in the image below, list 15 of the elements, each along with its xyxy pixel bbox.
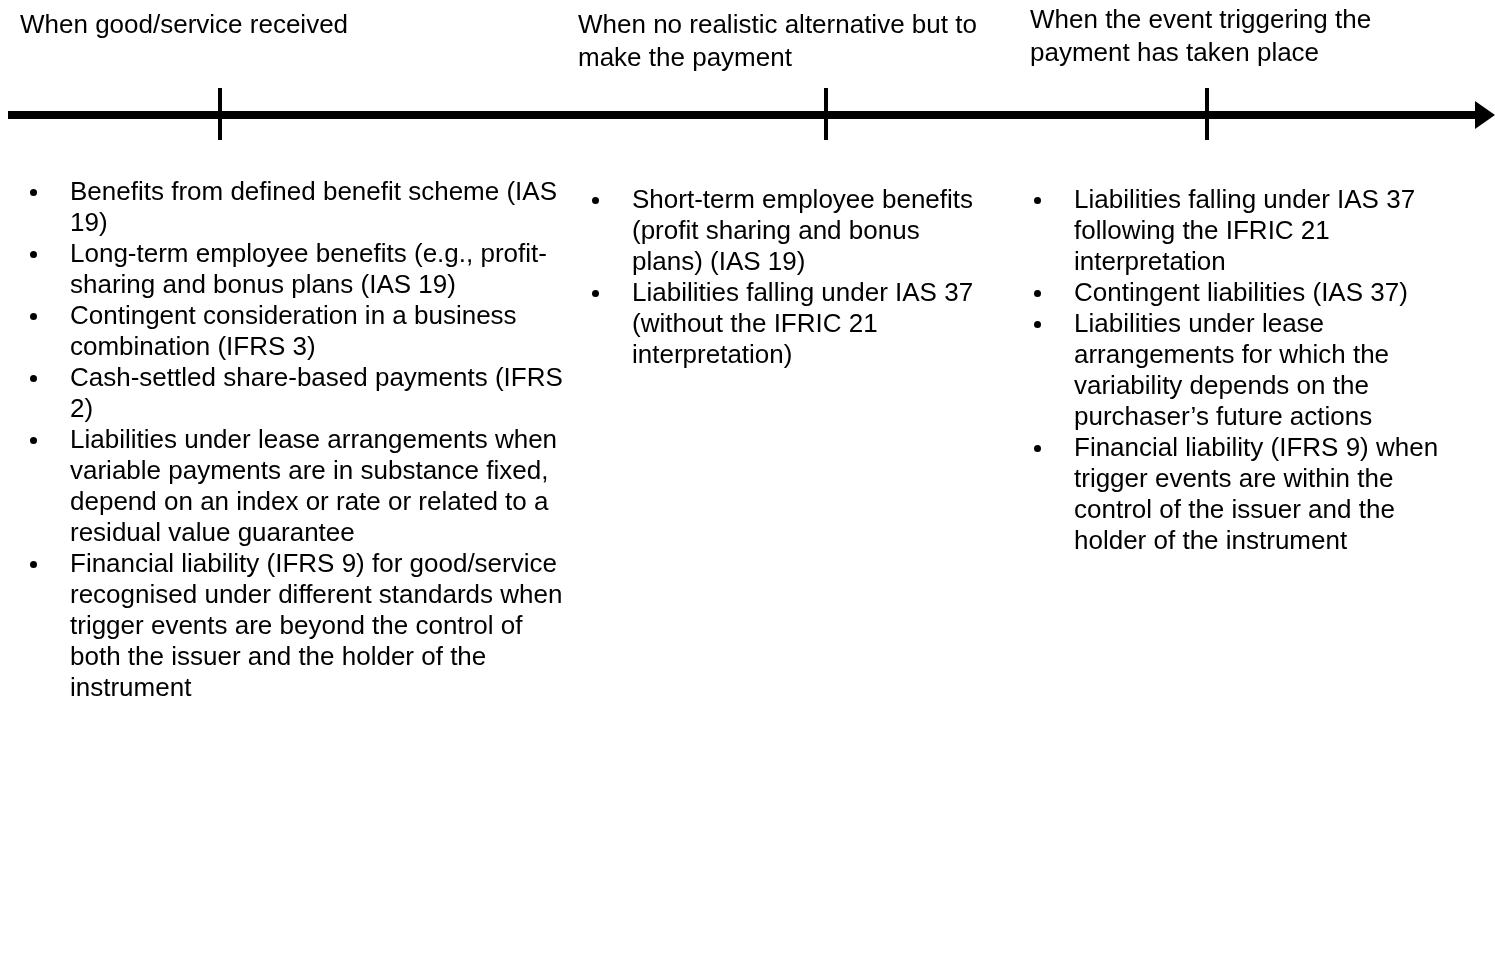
timeline-heading: When no realistic alternative but to make the payment — [578, 8, 978, 74]
timeline-heading: When good/service received — [20, 8, 350, 41]
list-item-text: Liabilities under lease arrangements when variable payments are in substance fixed, depend on an index or rate or related to a residual value guarantee — [70, 424, 558, 547]
list-item-text: Liabilities under lease arrangements for which the variability depends on the purchaser’s future actions — [1074, 308, 1390, 431]
list-item-text: Long-term employee benefits (e.g., profit-sharing and bonus plans (IAS 19) — [70, 238, 547, 299]
timeline-heading: When the event triggering the payment has taken place — [1030, 3, 1373, 69]
list-item-text: Contingent liabilities (IAS 37) — [1074, 277, 1408, 307]
list-item-text: Financial liability (IFRS 9) when trigger events are within the control of the issuer and the holder of the instrument — [1074, 432, 1439, 555]
list-item-text: Liabilities falling under IAS 37 following the IFRIC 21 interpretation — [1074, 184, 1416, 276]
list-item-text: Financial liability (IFRS 9) for good/service recognised under different standards when trigger events are beyond the control of both the issuer and the holder of the instrument — [70, 548, 563, 702]
list-item-text: Benefits from defined benefit scheme (IAS 19) — [70, 176, 558, 237]
list-item-text: Contingent consideration in a business combination (IFRS 3) — [70, 300, 517, 361]
list-item-text: Cash-settled share-based payments (IFRS 2) — [70, 362, 563, 423]
list-item-text: Liabilities falling under IAS 37 (without the IFRIC 21 interpretation) — [632, 277, 974, 369]
list-item-text: Short-term employee benefits (profit sharing and bonus plans) (IAS 19) — [632, 184, 974, 276]
